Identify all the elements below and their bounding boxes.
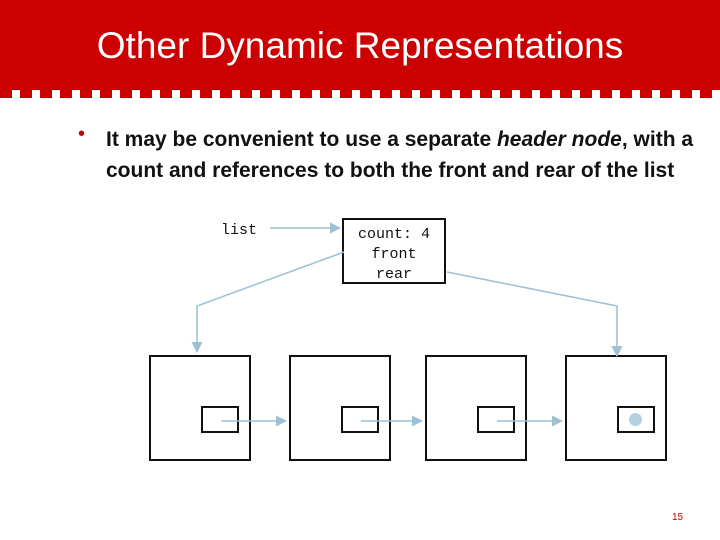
- node-3-next-ref: [477, 406, 515, 433]
- rear-to-last-node-arrow: [446, 271, 623, 358]
- bullet-text-before: It may be convenient to use a separate: [106, 128, 497, 151]
- title-bar-stripe: [0, 90, 720, 98]
- bullet-text-emphasis: header node: [496, 128, 622, 151]
- header-front-field: front: [371, 246, 417, 263]
- bullet-text-after: , with a count and references to both th…: [106, 128, 694, 182]
- slide-title: Other Dynamic Representations: [96, 25, 624, 66]
- bullet-text: It may be convenient to use a separate h…: [106, 124, 706, 186]
- page-number: 15: [672, 512, 684, 523]
- front-to-first-node-arrow: [191, 251, 345, 354]
- list-node-1: [149, 355, 251, 461]
- null-reference-dot: [629, 413, 642, 426]
- list-node-3: [425, 355, 527, 461]
- list-variable-label: list: [221, 222, 258, 239]
- node-4-next-ref: [617, 406, 655, 433]
- node-2-next-ref: [341, 406, 379, 433]
- node-1-next-ref: [201, 406, 239, 433]
- header-node-box: count: 4 front rear: [342, 218, 446, 284]
- title-bar: [0, 0, 720, 90]
- header-rear-field: rear: [375, 266, 412, 283]
- list-node-2: [289, 355, 391, 461]
- header-count-field: count: 4: [357, 226, 430, 243]
- bullet-marker: •: [78, 123, 86, 145]
